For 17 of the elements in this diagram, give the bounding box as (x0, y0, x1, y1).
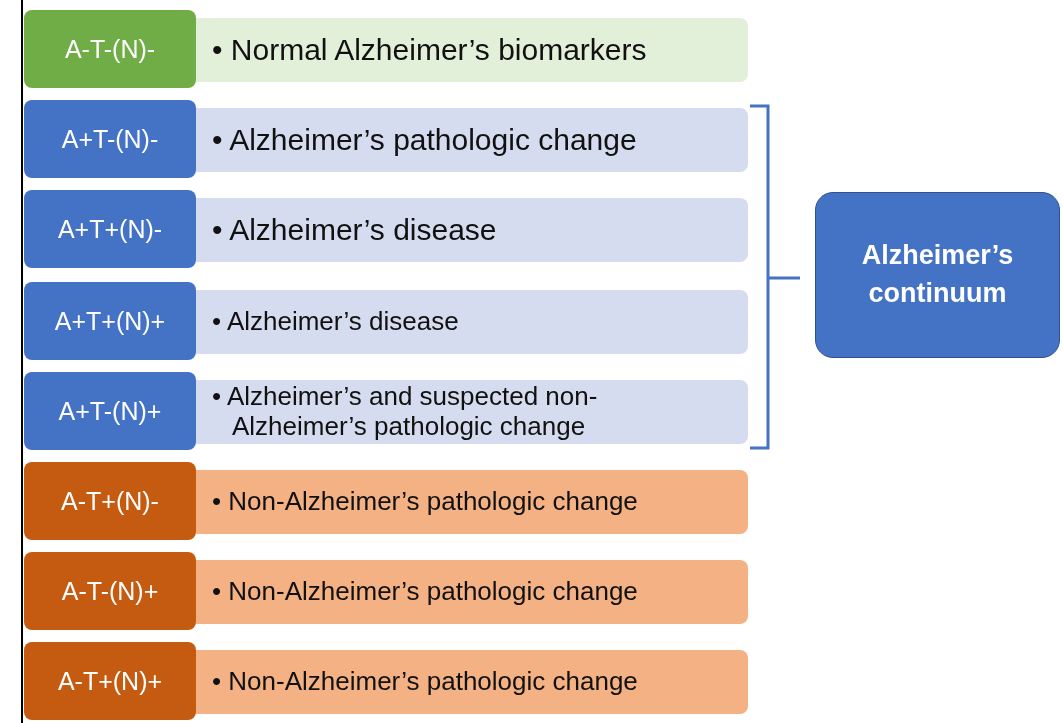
description-bar: • Non-Alzheimer’s pathologic change (196, 650, 748, 714)
category-box: A-T+(N)- (24, 462, 196, 540)
category-box: A-T-(N)- (24, 10, 196, 88)
description-bar: • Normal Alzheimer’s biomarkers (196, 18, 748, 82)
description-bar: • Non-Alzheimer’s pathologic change (196, 560, 748, 624)
category-box: A+T-(N)- (24, 100, 196, 178)
category-box: A-T+(N)+ (24, 642, 196, 720)
category-box: A-T-(N)+ (24, 552, 196, 630)
description-bar: • Non-Alzheimer’s pathologic change (196, 470, 748, 534)
description-bar: • Alzheimer’s and suspected non-Alzheimer’s pathologic change (196, 380, 748, 444)
group-box: Alzheimer’s continuum (815, 192, 1060, 358)
category-box: A+T-(N)+ (24, 372, 196, 450)
category-box: A+T+(N)- (24, 190, 196, 268)
description-bar: • Alzheimer’s pathologic change (196, 108, 748, 172)
description-bar: • Alzheimer’s disease (196, 198, 748, 262)
description-bar: • Alzheimer’s disease (196, 290, 748, 354)
category-box: A+T+(N)+ (24, 282, 196, 360)
